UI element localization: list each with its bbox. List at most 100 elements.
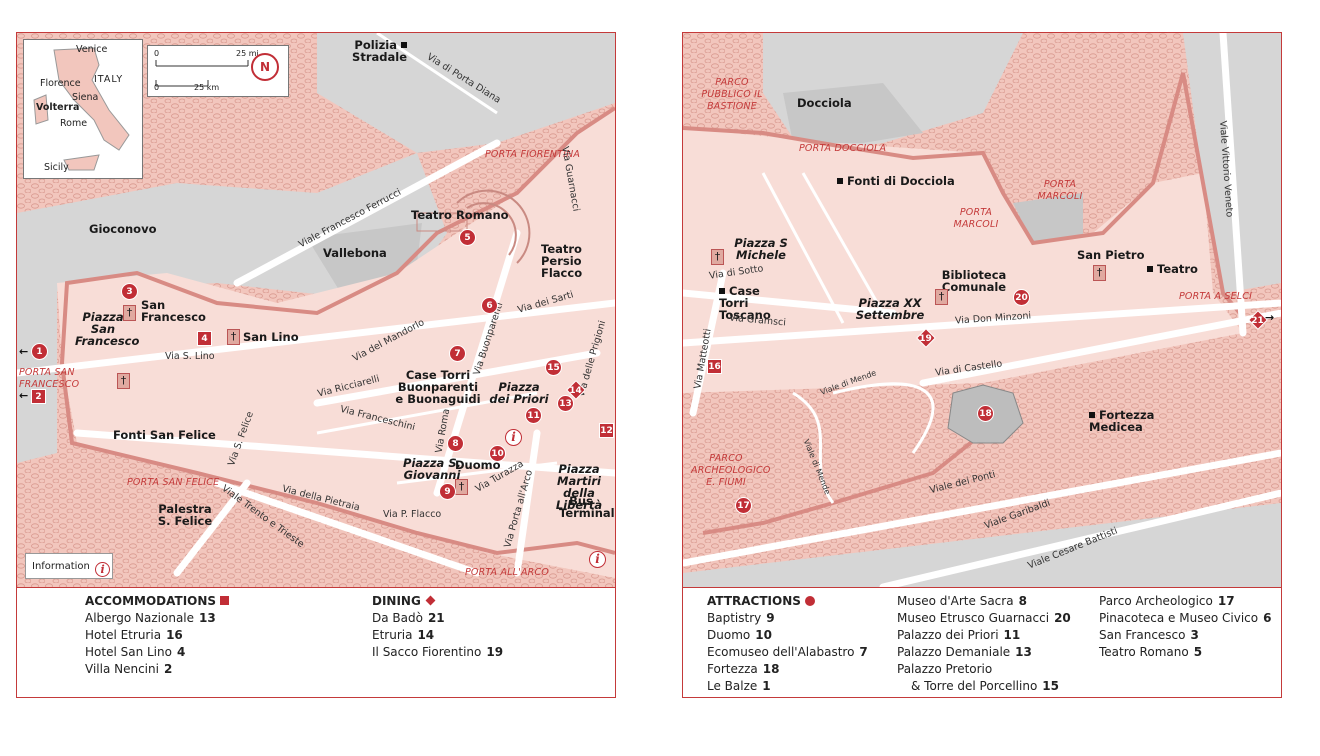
arrow-right-icon: →	[1265, 311, 1275, 324]
church-icon: †	[117, 373, 130, 389]
place-piazza-s-giovanni: Piazza S. Giovanni	[403, 456, 461, 482]
map-background-right	[683, 33, 1281, 587]
scale-bar: 0 25 mi 0 25 km	[147, 45, 289, 97]
park-pubblico: PARCO PUBBLICO IL BASTIONE	[701, 77, 763, 112]
legend-item: Palazzo Pretorio	[897, 662, 993, 676]
inset-sicily: Sicily	[44, 162, 69, 173]
marker-parco-archeologico[interactable]: 17	[735, 497, 752, 514]
legend-accommodations-title: ACCOMMODATIONS	[85, 593, 230, 610]
place-fortezza: Fortezza Medicea	[1089, 408, 1155, 434]
marker-ecomuseo[interactable]: 7	[449, 345, 466, 362]
marker-baptistry[interactable]: 9	[439, 483, 456, 500]
arrow-left-icon: ←	[19, 345, 29, 358]
italy-inset-map: Venice ITALY Florence Siena Volterra Rom…	[23, 39, 143, 179]
marker-hotel-12[interactable]: 12	[599, 423, 614, 438]
marker-museo-arte-sacra[interactable]: 8	[447, 435, 464, 452]
marker-hotel-etruria[interactable]: 16	[707, 359, 722, 374]
teatro-romano-shape	[416, 189, 531, 264]
square-icon	[220, 596, 230, 605]
information-legend: Information i	[25, 553, 113, 579]
street-s-lino: Via S. Lino	[165, 351, 215, 362]
place-bus-terminal: Bus Terminal	[559, 494, 615, 520]
place-san-francesco: San Francesco	[141, 298, 206, 324]
circle-icon	[804, 596, 815, 606]
map-background-left	[17, 33, 615, 587]
scale-lines	[155, 60, 249, 87]
legend-attractions-title: ATTRACTIONS	[707, 593, 868, 610]
marker-hotel-san-lino[interactable]: 4	[197, 331, 212, 346]
place-duomo: Duomo	[455, 458, 501, 472]
marker-palazzo-priori[interactable]: 11	[525, 407, 542, 424]
marker-fortezza[interactable]: 18	[977, 405, 994, 422]
info-icon[interactable]: i	[505, 429, 522, 446]
arrow-left-icon: ←	[19, 389, 29, 402]
marker-villa-nencini[interactable]: 2	[31, 389, 46, 404]
place-teatro: Teatro	[1147, 263, 1198, 275]
inset-volterra: Volterra	[36, 102, 80, 113]
church-icon: †	[1093, 265, 1106, 281]
place-fonti-san-felice: Fonti San Felice	[113, 428, 216, 442]
place-gioconovo: Gioconovo	[89, 222, 157, 236]
place-vallebona: Vallebona	[323, 246, 387, 260]
church-icon: †	[455, 479, 468, 495]
marker-museo-etrusco[interactable]: 20	[1013, 289, 1030, 306]
gate-porta-marcoli-1: PORTA MARCOLI	[953, 207, 999, 230]
scale-zero-km: 0	[154, 83, 160, 92]
street-p-flacco: Via P. Flacco	[383, 509, 442, 520]
inset-florence: Florence	[40, 78, 81, 89]
gate-porta-san-francesco: PORTA SAN FRANCESCO	[19, 367, 80, 390]
marker-palazzo-pretorio[interactable]: 15	[545, 359, 562, 376]
diamond-icon	[425, 595, 436, 606]
marker-le-balze[interactable]: 1	[31, 343, 48, 360]
place-biblioteca: Biblioteca Comunale	[941, 268, 1007, 294]
info-icon[interactable]: i	[589, 551, 606, 568]
marker-palazzo-demaniale[interactable]: 13	[557, 395, 574, 412]
marker-teatro-romano[interactable]: 5	[459, 229, 476, 246]
place-san-pietro: San Pietro	[1077, 248, 1145, 262]
marker-pinacoteca[interactable]: 6	[481, 297, 498, 314]
place-case-torri-toscano: Case Torri Toscano	[719, 284, 771, 322]
gate-porta-all-arco: PORTA ALL'ARCO	[465, 567, 549, 578]
compass-icon: N	[251, 53, 279, 81]
church-icon: †	[935, 289, 948, 305]
marker-san-francesco[interactable]: 3	[121, 283, 138, 300]
inset-venice: Venice	[76, 44, 108, 55]
place-san-lino: San Lino	[243, 330, 299, 344]
information-label: Information	[32, 561, 90, 572]
place-piazza-martiri: Piazza Martiri della Libertà	[555, 462, 603, 512]
place-piazza-priori: Piazza dei Priori	[489, 380, 549, 406]
gate-porta-docciola: PORTA DOCCIOLA	[799, 143, 887, 154]
park-archeologico: PARCO ARCHEOLOGICO E. FIUMI	[691, 453, 771, 488]
church-icon: †	[123, 305, 136, 321]
place-polizia: Polizia Stradale	[352, 38, 407, 64]
place-palestra: Palestra S. Felice	[157, 502, 213, 528]
marker-duomo[interactable]: 10	[489, 445, 506, 462]
church-icon: †	[711, 249, 724, 265]
map-area-right[interactable]: PORTA DOCCIOLA PORTA MARCOLI PORTA MARCO…	[683, 33, 1281, 588]
map-area-left[interactable]: Venice ITALY Florence Siena Volterra Rom…	[17, 33, 615, 588]
gate-porta-marcoli-2: PORTA MARCOLI	[1037, 179, 1083, 202]
inset-siena: Siena	[72, 92, 99, 103]
gate-porta-fiorentina: PORTA FIORENTINA	[485, 149, 581, 160]
info-icon: i	[95, 562, 111, 577]
place-piazza-s-michele: Piazza S Michele	[734, 236, 788, 262]
